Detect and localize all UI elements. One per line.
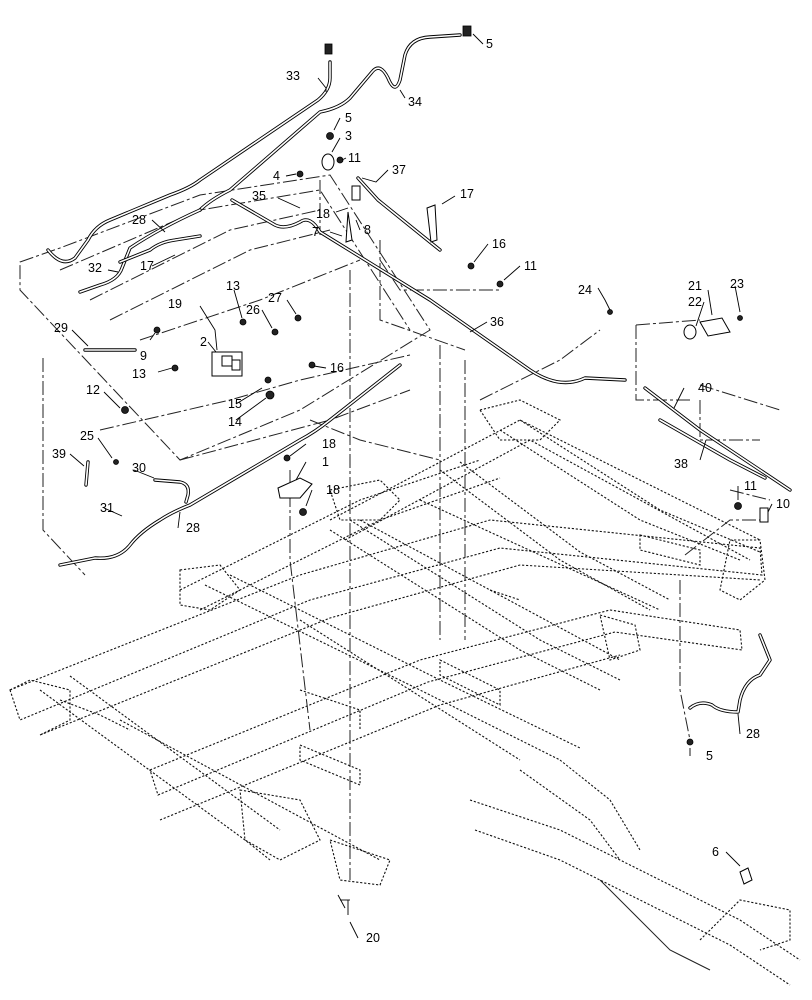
callout-7: 7 <box>312 225 319 239</box>
callout-25: 25 <box>80 429 94 443</box>
callout-26: 26 <box>246 303 260 317</box>
callout-5: 5 <box>345 111 352 125</box>
callout-10: 10 <box>776 497 790 511</box>
callout-18c: 18 <box>326 483 340 497</box>
callout-19: 19 <box>168 297 182 311</box>
callout-14: 14 <box>228 415 242 429</box>
callout-9: 9 <box>140 349 147 363</box>
assembly-center-lines <box>19 174 781 901</box>
callout-17: 17 <box>460 187 474 201</box>
callout-6: 6 <box>712 845 719 859</box>
callout-2: 2 <box>200 335 207 349</box>
callout-31: 31 <box>100 501 114 515</box>
callout-40: 40 <box>698 381 712 395</box>
callout-20: 20 <box>366 931 380 945</box>
callout-15: 15 <box>228 397 242 411</box>
callout-36: 36 <box>490 315 504 329</box>
callout-1: 1 <box>322 455 329 469</box>
callout-39: 39 <box>52 447 66 461</box>
callout-11c: 11 <box>744 479 757 493</box>
callout-34: 34 <box>408 95 422 109</box>
callout-5-top: 5 <box>486 37 493 51</box>
callout-18: 18 <box>316 207 330 221</box>
callout-35: 35 <box>252 189 266 203</box>
callout-33: 33 <box>286 69 300 83</box>
implement-frame <box>9 399 801 986</box>
callout-labels: 5 33 34 5 3 4 11 37 35 17 18 28 7 8 16 1… <box>52 37 790 945</box>
callout-16: 16 <box>492 237 506 251</box>
callout-28: 28 <box>132 213 146 227</box>
callout-16b: 16 <box>330 361 344 375</box>
callout-4: 4 <box>273 169 280 183</box>
callout-13: 13 <box>226 279 240 293</box>
callout-8: 8 <box>364 223 371 237</box>
callout-21: 21 <box>688 279 702 293</box>
callout-13b: 13 <box>132 367 146 381</box>
callout-11b: 11 <box>524 259 537 273</box>
hydraulic-hoses <box>46 33 792 714</box>
callout-23: 23 <box>730 277 744 291</box>
callout-5b: 5 <box>706 749 713 763</box>
callout-24: 24 <box>578 283 592 297</box>
callout-28c: 28 <box>746 727 760 741</box>
callout-11: 11 <box>348 151 361 165</box>
callout-27: 27 <box>268 291 282 305</box>
callout-17b: 17 <box>140 259 154 273</box>
callout-22: 22 <box>688 295 702 309</box>
hardware-parts <box>113 25 769 915</box>
callout-29: 29 <box>54 321 68 335</box>
callout-38: 38 <box>674 457 688 471</box>
callout-3: 3 <box>345 129 352 143</box>
callout-leaders <box>69 33 773 939</box>
callout-12: 12 <box>86 383 100 397</box>
callout-37: 37 <box>392 163 406 177</box>
callout-32: 32 <box>88 261 102 275</box>
callout-28b: 28 <box>186 521 200 535</box>
callout-18b: 18 <box>322 437 336 451</box>
callout-30: 30 <box>132 461 146 475</box>
